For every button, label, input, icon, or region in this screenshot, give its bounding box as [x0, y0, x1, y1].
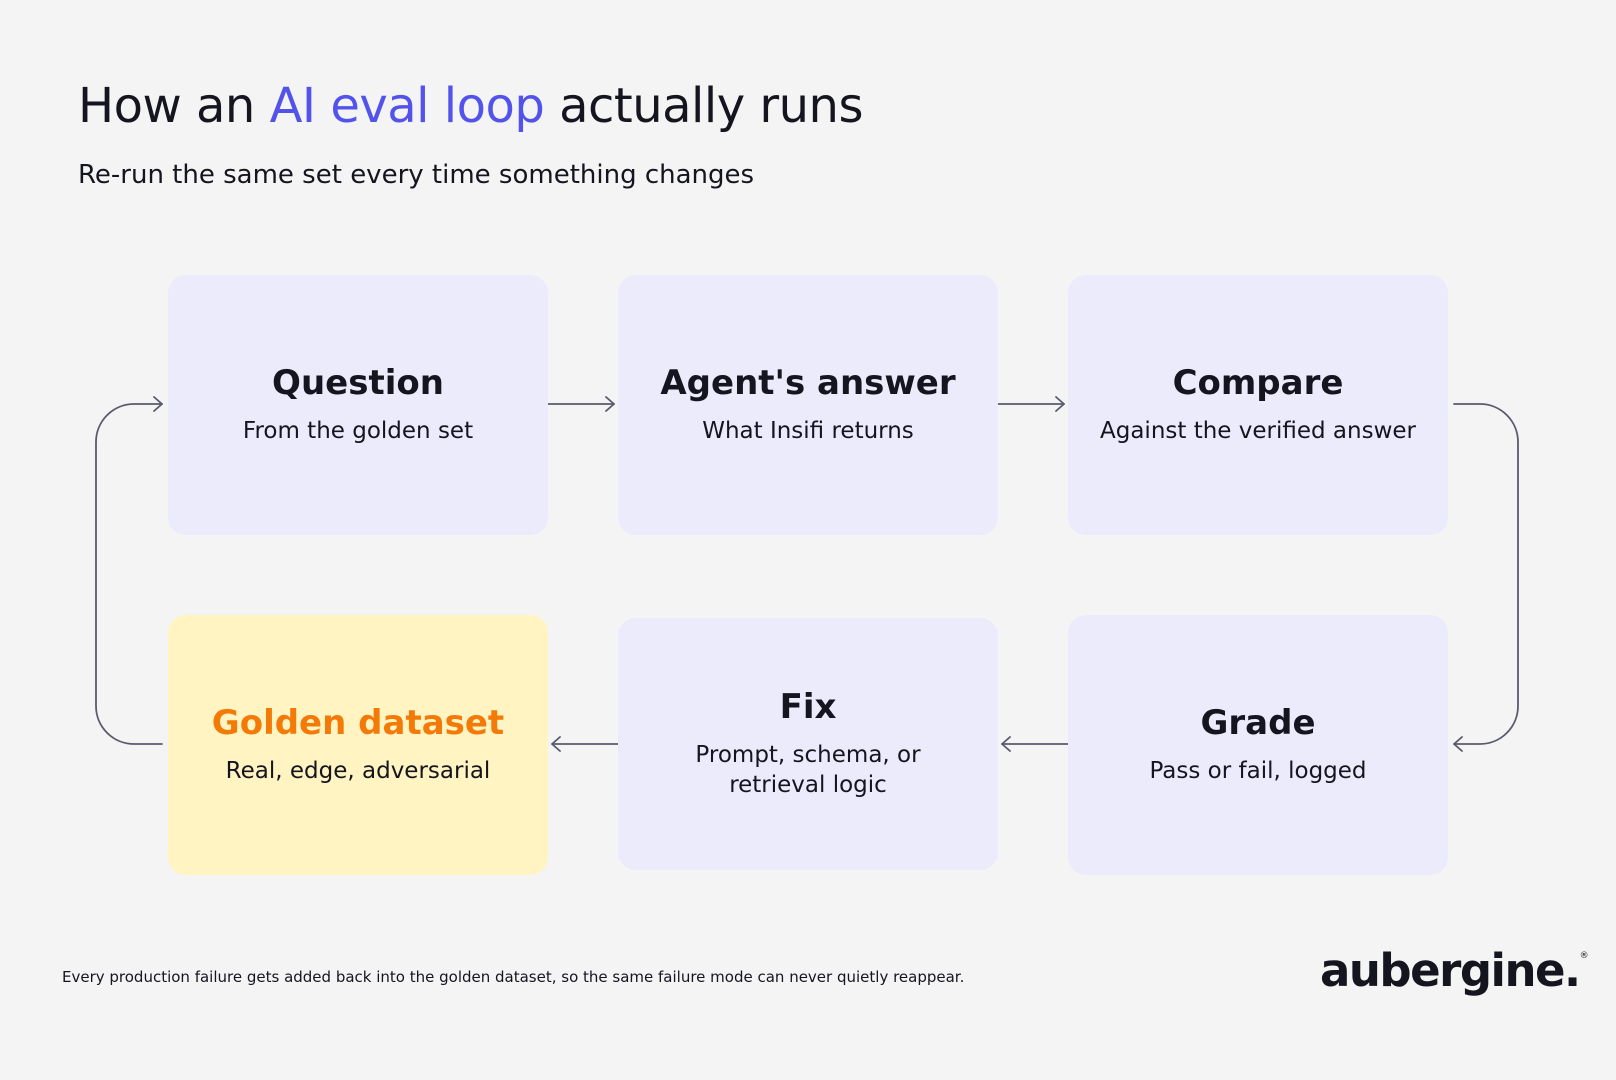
step-fix-subtitle: Prompt, schema, or retrieval logic [695, 741, 921, 798]
step-answer-title: Agent's answer [660, 363, 956, 404]
brand-logo: aubergine.® [1320, 948, 1589, 993]
footnote: Every production failure gets added back… [62, 968, 965, 986]
arrowhead-fix-to-golden [551, 736, 561, 752]
step-golden-dataset-subtitle: Real, edge, adversarial [225, 757, 491, 784]
brand-logo-wordmark: aubergine. [1320, 944, 1581, 997]
title-lead: How an [78, 78, 270, 134]
step-compare-title: Compare [1172, 363, 1344, 404]
step-grade-card: Grade Pass or fail, logged [1068, 615, 1448, 875]
page-subtitle: Re-run the same set every time something… [78, 160, 755, 190]
arrowhead-answer-to-compare [1055, 396, 1065, 412]
arrow-golden-to-question [95, 403, 163, 745]
step-answer-card: Agent's answer What Insifi returns [618, 275, 998, 535]
arrowhead-golden-to-question [153, 396, 163, 412]
step-grade-title: Grade [1200, 703, 1316, 744]
registered-mark: ® [1579, 951, 1589, 961]
step-golden-dataset-title: Golden dataset [211, 703, 505, 744]
step-grade-subtitle: Pass or fail, logged [1149, 757, 1367, 784]
step-compare-card: Compare Against the verified answer [1068, 275, 1448, 535]
step-fix-title: Fix [779, 687, 837, 728]
arrowhead-question-to-answer [605, 396, 615, 412]
arrowhead-grade-to-fix [1001, 736, 1011, 752]
arrow-compare-to-grade [1453, 403, 1519, 745]
arrowhead-compare-to-grade [1453, 736, 1463, 752]
title-accent: AI eval loop [269, 78, 545, 134]
step-golden-dataset-card: Golden dataset Real, edge, adversarial [168, 615, 548, 875]
title-tail: actually runs [544, 78, 863, 134]
step-question-subtitle: From the golden set [242, 417, 474, 444]
step-question-card: Question From the golden set [168, 275, 548, 535]
step-compare-subtitle: Against the verified answer [1100, 417, 1416, 444]
page-title: How an AI eval loop actually runs [78, 78, 863, 134]
step-question-title: Question [272, 363, 444, 404]
step-answer-subtitle: What Insifi returns [702, 417, 914, 444]
step-fix-card: Fix Prompt, schema, or retrieval logic [618, 618, 998, 870]
